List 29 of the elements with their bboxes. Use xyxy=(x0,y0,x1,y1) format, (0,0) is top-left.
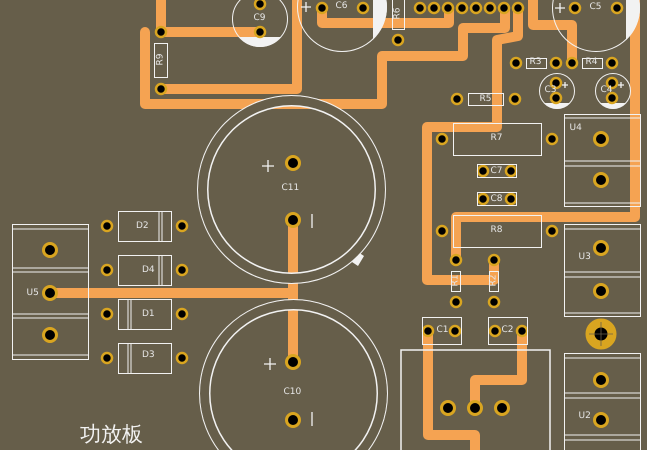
capacitor-footprint: C11 xyxy=(197,95,386,284)
regulator-footprint: U5 xyxy=(12,224,89,360)
regulator-footprint: U2 xyxy=(564,353,641,450)
diode-footprint: D2 xyxy=(118,211,172,242)
diode-footprint: D1 xyxy=(118,299,172,330)
component-footprint: R3 xyxy=(526,58,547,69)
component-footprint: R4 xyxy=(582,58,603,69)
capacitor-footprint: C10 xyxy=(199,299,388,450)
board-title: 功放板 xyxy=(80,424,143,445)
component-footprint: C1 xyxy=(422,317,462,345)
component-footprint: R9 xyxy=(154,43,168,78)
component-footprint: C8 xyxy=(477,192,517,206)
component-footprint: R6 xyxy=(392,0,405,30)
diode-footprint: D3 xyxy=(118,343,172,374)
component-footprint: R7 xyxy=(453,123,542,156)
capacitor-footprint: C3 xyxy=(539,73,575,109)
capacitor-footprint: C9 xyxy=(232,0,288,47)
capacitor-footprint: C4 xyxy=(595,73,631,109)
component-footprint: C2 xyxy=(488,317,528,345)
component-footprint: R5 xyxy=(468,93,504,106)
capacitor-footprint: C5 xyxy=(552,0,640,52)
component-footprint: C7 xyxy=(477,164,517,178)
component-footprint: R2 xyxy=(489,271,499,292)
regulator-footprint: U3 xyxy=(564,224,641,317)
capacitor-footprint: C6 xyxy=(297,0,387,52)
component-footprint: R1 xyxy=(451,271,461,292)
component-footprint: R8 xyxy=(453,215,542,248)
diode-footprint: D4 xyxy=(118,255,172,286)
regulator-footprint: U4 xyxy=(564,114,641,207)
